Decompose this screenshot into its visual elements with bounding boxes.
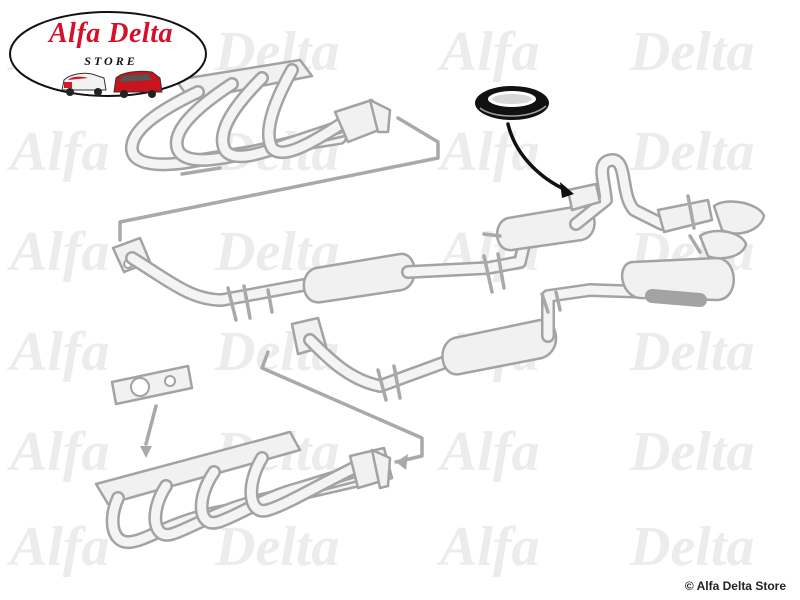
gasket-arrow-line [144,404,158,446]
right-exhaust-line [290,229,748,402]
arrow-head [560,182,574,198]
arrow-head [140,446,152,458]
arrow-head [396,454,408,470]
manifold-gasket [110,364,194,406]
left-exhaust-line [111,153,766,322]
top-exhaust-manifold [125,58,392,176]
top-connector-line [118,116,440,242]
logo-badge [9,11,207,98]
car-icon [61,72,107,96]
rubber-mounting-ring-icon[interactable] [475,86,549,120]
highlight-arrow-line [506,122,568,192]
copyright-notice: © Alfa Delta Store [684,579,786,593]
logo-store-text: STORE [84,54,138,68]
car-icon [113,70,163,98]
bottom-exhaust-manifold [94,430,394,549]
logo-script-text: Alfa Delta [49,18,173,49]
bottom-connector-line [260,350,424,464]
store-logo[interactable]: Alfa Delta STORE [8,10,208,98]
